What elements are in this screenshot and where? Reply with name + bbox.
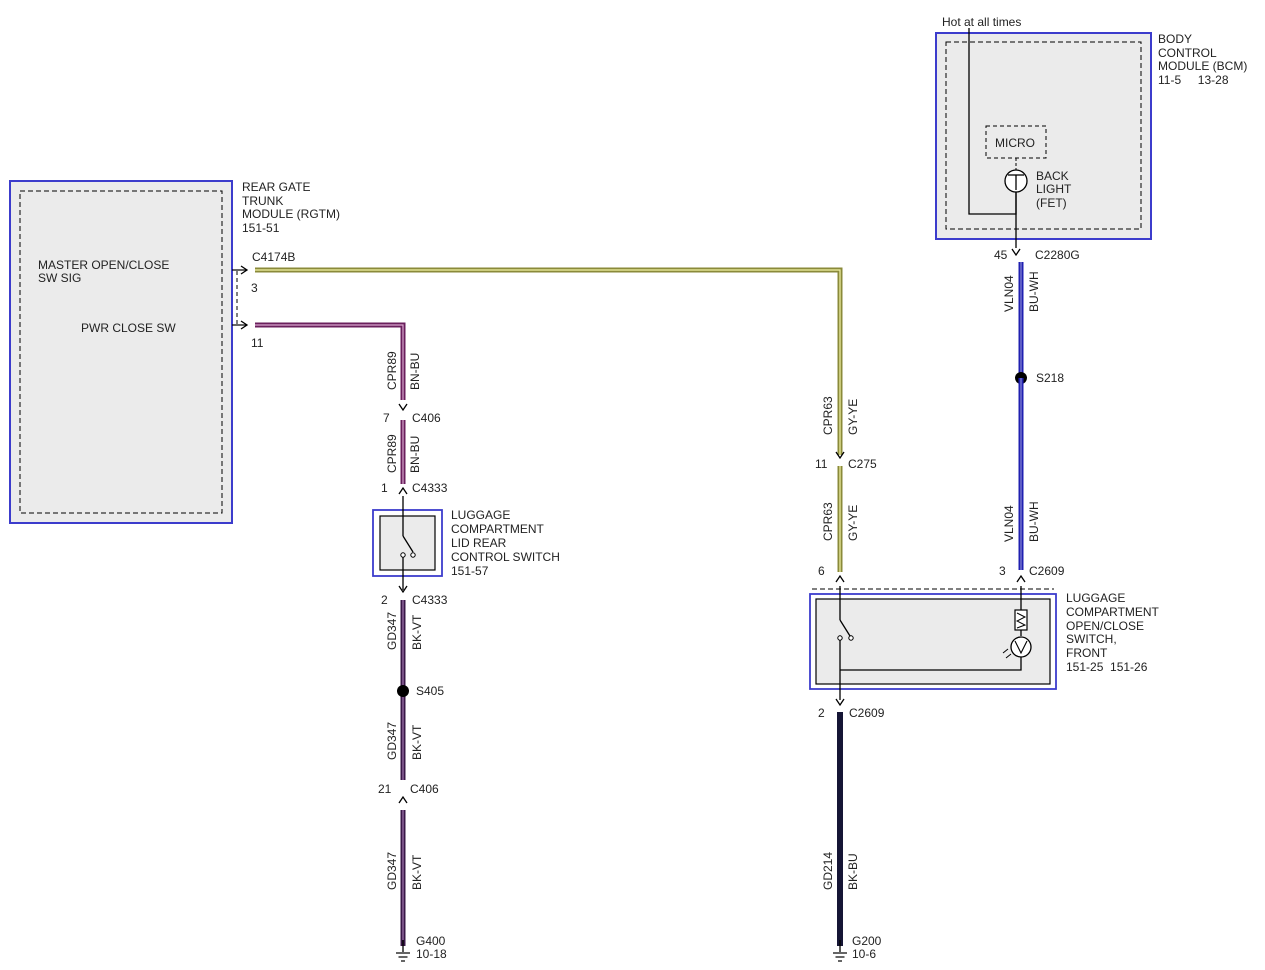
c4333-lower-pin: 2: [381, 593, 388, 607]
bcm-name-3: MODULE (BCM): [1158, 59, 1247, 73]
c2609-bottom-label: C2609: [849, 706, 885, 720]
bcm-ref: 11-5 13-28: [1158, 73, 1229, 87]
ground-g200-label: G200: [852, 934, 882, 948]
wire-cpr89-upper-color: BN-BU: [408, 353, 422, 390]
bcm-name-2: CONTROL: [1158, 46, 1217, 60]
rgtm-module: MASTER OPEN/CLOSE SW SIG PWR CLOSE SW: [9, 180, 233, 524]
front-switch-contact-icon: [839, 619, 851, 637]
wire-cpr63-upper: [255, 267, 843, 455]
c4333-lower-label: C4333: [412, 593, 448, 607]
front-open-close-switch: [809, 586, 1057, 700]
c406-upper-label: C406: [412, 411, 441, 425]
hot-at-all-times-label: Hot at all times: [942, 15, 1021, 29]
c4333-upper-arrow-icon: [398, 486, 408, 495]
front-switch-name-1: LUGGAGE: [1066, 591, 1125, 605]
front-switch-name-5: FRONT: [1066, 646, 1108, 660]
c4333-upper-pin: 1: [381, 481, 388, 495]
c4333-lower-arrow-icon: [398, 585, 408, 594]
c2609-right-label: C2609: [1029, 564, 1065, 578]
c4174b-pin11: 11: [251, 336, 264, 350]
wire-gd347-3-color: BK-VT: [410, 854, 424, 890]
wire-cpr63-upper-color: GY-YE: [846, 399, 860, 435]
rgtm-name-2: TRUNK: [242, 194, 283, 208]
ground-g200-icon: [832, 952, 848, 962]
rgtm-signal1-line1: MASTER OPEN/CLOSE: [38, 258, 169, 272]
c406-upper-pin: 7: [383, 411, 390, 425]
rgtm-border: [9, 180, 233, 524]
rgtm-name-1: REAR GATE: [242, 180, 310, 194]
bcm-border: [935, 32, 1152, 240]
c275-pin: 11: [815, 457, 828, 471]
wire-gd347-2-color: BK-VT: [410, 724, 424, 760]
c2609-bottom-arrow-icon: [835, 698, 845, 707]
rgtm-dashed-inner: [19, 190, 223, 514]
c2280g-arrow-icon: [1011, 248, 1021, 257]
c4174b-label: C4174B: [252, 250, 295, 264]
c2609-right-arrow-icon: [1016, 574, 1026, 583]
micro-label: MICRO: [995, 136, 1035, 150]
backlight-label-3: (FET): [1036, 196, 1067, 210]
lid-switch-name-1: LUGGAGE: [451, 508, 510, 522]
bcm-dashed-inner: [945, 41, 1142, 230]
c2609-bottom-pin: 2: [818, 706, 825, 720]
wire-gd347-2-id: GD347: [385, 722, 399, 760]
c4333-upper-label: C4333: [412, 481, 448, 495]
ground-g400-icon: [395, 952, 411, 962]
wire-cpr63-upper-id: CPR63: [821, 396, 835, 435]
ground-g400-label: G400: [416, 934, 446, 948]
wire-vln04-lower-color: BU-WH: [1027, 501, 1041, 542]
wire-vln04-upper-id: VLN04: [1002, 275, 1016, 312]
front-switch-name-2: COMPARTMENT: [1066, 605, 1160, 619]
wire-gd214-color: BK-BU: [846, 853, 860, 890]
ground-g400-ref: 10-18: [416, 947, 447, 961]
lid-switch-name-3: LID REAR: [451, 536, 507, 550]
wire-cpr63-lower-color: GY-YE: [846, 505, 860, 541]
wire-cpr89-lower-id: CPR89: [385, 434, 399, 473]
c275-arrow-icon: [835, 451, 845, 460]
wire-cpr89-lower-color: BN-BU: [408, 436, 422, 473]
wire-gd347-3-id: GD347: [385, 852, 399, 890]
c406-upper-arrow-icon: [398, 403, 408, 412]
splice-s405-label: S405: [416, 684, 444, 698]
backlight-label-2: LIGHT: [1036, 182, 1072, 196]
front-switch-name-4: SWITCH,: [1066, 632, 1117, 646]
front-switch-name-3: OPEN/CLOSE: [1066, 619, 1144, 633]
c2280g-label: C2280G: [1035, 248, 1080, 262]
lid-switch-contact-icon: [402, 535, 414, 553]
c2280g-pin: 45: [994, 248, 1008, 262]
c275-label: C275: [848, 457, 877, 471]
rgtm-signal1-line2: SW SIG: [38, 271, 81, 285]
wire-gd347-1-id: GD347: [385, 612, 399, 650]
wire-cpr89-upper: [255, 322, 406, 400]
backlight-label-1: BACK: [1036, 169, 1069, 183]
wire-cpr63-lower-id: CPR63: [821, 502, 835, 541]
splice-s218-label: S218: [1036, 371, 1064, 385]
splice-s405: [397, 685, 409, 697]
c2609-mid-pin: 6: [818, 564, 825, 578]
wire-vln04-lower-id: VLN04: [1002, 505, 1016, 542]
wire-cpr89-upper-id: CPR89: [385, 351, 399, 390]
bcm-module: MICRO BACK LIGHT (FET): [935, 28, 1152, 248]
rgtm-name-3: MODULE (RGTM): [242, 207, 340, 221]
bcm-name-1: BODY: [1158, 32, 1192, 46]
lid-switch-name-2: COMPARTMENT: [451, 522, 545, 536]
rgtm-signal2: PWR CLOSE SW: [81, 321, 176, 335]
c406-lower-pin: 21: [378, 782, 392, 796]
c406-lower-label: C406: [410, 782, 439, 796]
c2609-right-pin: 3: [999, 564, 1006, 578]
rgtm-ref: 151-51: [242, 221, 280, 235]
c4174b-pin3: 3: [251, 281, 258, 295]
lid-switch-name-4: CONTROL SWITCH: [451, 550, 560, 564]
c406-lower-arrow-icon: [398, 795, 408, 804]
wire-vln04-upper-color: BU-WH: [1027, 271, 1041, 312]
wire-gd214-id: GD214: [821, 852, 835, 890]
lid-rear-control-switch: [372, 496, 443, 590]
front-switch-ref: 151-25 151-26: [1066, 660, 1148, 674]
c2609-mid-arrow-icon: [835, 574, 845, 583]
wire-gd347-1-color: BK-VT: [410, 614, 424, 650]
lid-switch-ref: 151-57: [451, 564, 489, 578]
ground-g200-ref: 10-6: [852, 947, 876, 961]
